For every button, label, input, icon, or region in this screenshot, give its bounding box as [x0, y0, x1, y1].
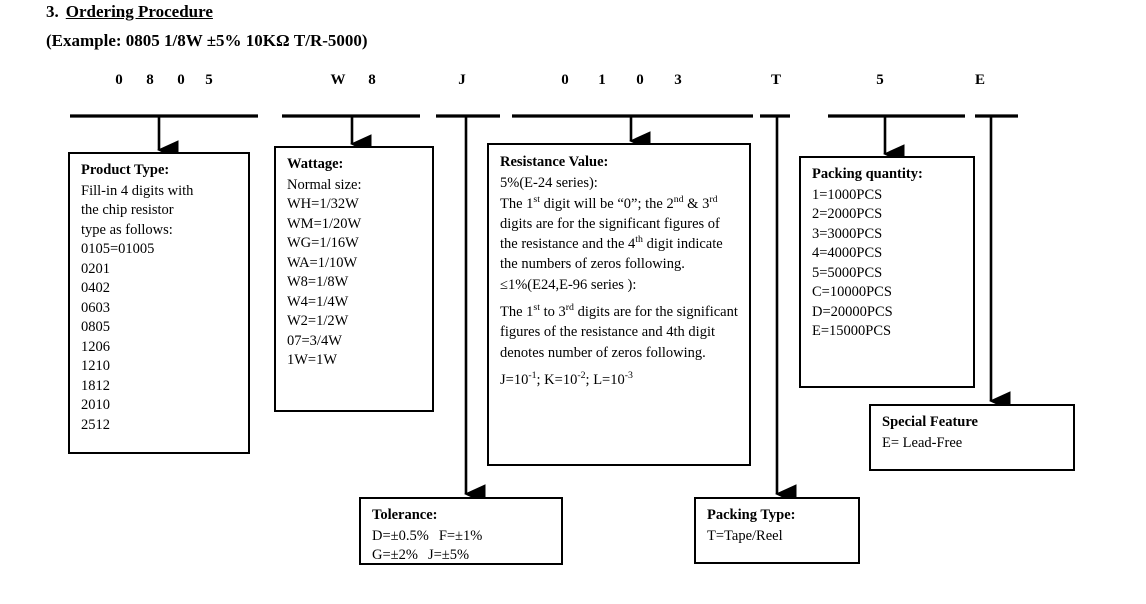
- packing-quantity-line: 1=1000PCS: [812, 186, 883, 203]
- code-char-resistance-3: 0: [636, 72, 644, 88]
- product-type-line: 0201: [81, 260, 110, 277]
- code-char-special-feature: E: [974, 72, 985, 88]
- example-part-number: (Example: 0805 1/8W ±5% 10KΩ T/R-5000): [46, 31, 368, 50]
- callout-resistance-value: Resistance Value: 5%(E-24 series): The 1…: [487, 143, 751, 466]
- tolerance-line-2: G=±2% J=±5%: [372, 546, 552, 566]
- callout-packing-type: Packing Type: T=Tape/Reel: [694, 497, 860, 564]
- packing-quantity-line: 4=4000PCS: [812, 245, 883, 261]
- product-type-line: 2512: [81, 416, 110, 433]
- special-feature-line: E= Lead-Free: [882, 434, 963, 451]
- code-char-resistance-4: 3: [674, 72, 682, 88]
- tolerance-title: Tolerance:: [372, 507, 438, 523]
- packing-quantity-line: E=15000PCS: [812, 323, 892, 339]
- product-type-line: 0105=01005: [81, 241, 155, 257]
- wattage-line: WG=1/16W: [287, 235, 359, 251]
- packing-quantity-line: 2=2000PCS: [812, 206, 883, 222]
- wattage-line: WH=1/32W: [287, 196, 359, 212]
- product-type-line: 2010: [81, 397, 110, 413]
- wattage-line: 07=3/4W: [287, 332, 342, 349]
- product-type-line: type as follows:: [81, 221, 173, 238]
- tolerance-j: J=±5%: [427, 547, 470, 563]
- wattage-title: Wattage:: [287, 156, 344, 172]
- wattage-line: WA=1/10W: [287, 254, 358, 271]
- section-number: 3.: [46, 2, 59, 21]
- product-type-line: 0603: [81, 299, 110, 316]
- resistance-title: Resistance Value:: [500, 154, 609, 170]
- code-char-resistance-1: 0: [561, 72, 569, 88]
- tolerance-line-1: D=±0.5% F=±1%: [372, 527, 552, 547]
- wattage-line: WM=1/20W: [287, 215, 362, 232]
- code-char-packing-type: T: [770, 72, 781, 88]
- resistance-series-5pct-label: 5%(E-24 series):: [500, 175, 598, 192]
- special-feature-title: Special Feature: [882, 414, 978, 430]
- product-type-line: the chip resistor: [81, 202, 174, 218]
- packing-quantity-line: 5=5000PCS: [812, 264, 883, 281]
- code-char-wattage-1: W: [330, 72, 346, 88]
- resistance-paragraph-5pct: The 1st digit will be “0”; the 2nd & 3rd…: [500, 193, 723, 273]
- callout-wattage: Wattage: Normal size: WH=1/32W WM=1/20W …: [274, 146, 434, 412]
- packing-type-line: T=Tape/Reel: [707, 527, 783, 544]
- product-type-line: Fill-in 4 digits with: [81, 182, 194, 199]
- packing-quantity-line: 3=3000PCS: [812, 225, 883, 242]
- wattage-line: W2=1/2W: [287, 313, 349, 329]
- packing-quantity-line: D=20000PCS: [812, 303, 893, 320]
- product-type-line: 0402: [81, 280, 110, 296]
- resistance-paragraph-1pct: The 1st to 3rd digits are for the signif…: [500, 302, 738, 361]
- wattage-line: 1W=1W: [287, 352, 338, 368]
- wattage-line: Normal size:: [287, 176, 362, 193]
- tolerance-g: G=±2%: [372, 547, 418, 563]
- packing-type-title: Packing Type:: [707, 507, 796, 523]
- packing-quantity-title: Packing quantity:: [812, 166, 923, 182]
- product-type-title: Product Type:: [81, 162, 170, 178]
- section-title: Ordering Procedure: [65, 2, 213, 21]
- wattage-line: W4=1/4W: [287, 293, 349, 310]
- code-char-product-3: 0: [177, 72, 185, 88]
- code-char-product-1: 0: [115, 72, 123, 88]
- wattage-line: W8=1/8W: [287, 274, 349, 290]
- tolerance-d: D=±0.5%: [372, 527, 429, 544]
- callout-product-type: Product Type: Fill-in 4 digits with the …: [68, 152, 250, 454]
- product-type-line: 1206: [81, 338, 110, 355]
- tolerance-f: F=±1%: [438, 527, 483, 544]
- product-type-line: 1210: [81, 358, 110, 374]
- product-type-line: 1812: [81, 377, 110, 394]
- product-type-line: 0805: [81, 319, 110, 335]
- callout-packing-quantity: Packing quantity: 1=1000PCS 2=2000PCS 3=…: [799, 156, 975, 388]
- code-char-packing-quantity: 5: [876, 72, 884, 88]
- code-char-tolerance: J: [458, 72, 466, 88]
- code-char-product-2: 8: [146, 72, 154, 88]
- callout-tolerance: Tolerance: D=±0.5% F=±1% G=±2% J=±5%: [359, 497, 563, 565]
- packing-quantity-line: C=10000PCS: [812, 284, 892, 300]
- resistance-series-1pct-label: ≤1%(E24,E-96 series ):: [500, 276, 637, 293]
- resistance-multipliers: J=10-1; K=10-2; L=10-3: [500, 370, 633, 388]
- code-char-wattage-2: 8: [368, 72, 376, 88]
- code-char-resistance-2: 1: [598, 72, 606, 88]
- page-title: 3. Ordering Procedure: [46, 2, 213, 22]
- callout-special-feature: Special Feature E= Lead-Free: [869, 404, 1075, 471]
- code-char-product-4: 5: [205, 72, 213, 88]
